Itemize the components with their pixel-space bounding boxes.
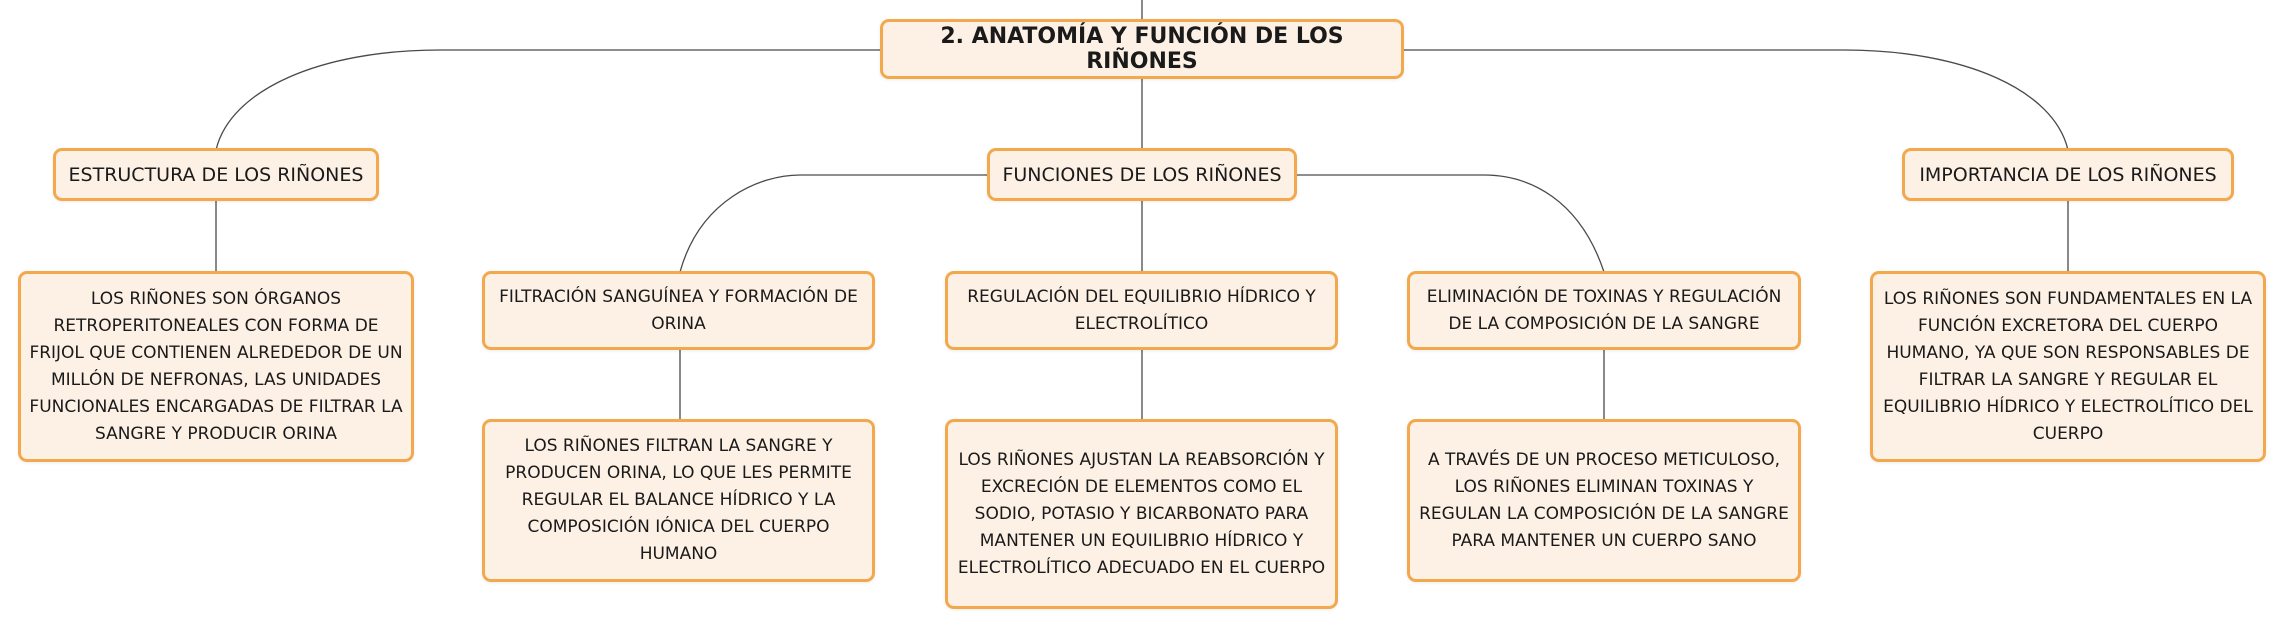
detail-importance[interactable]: LOS RIÑONES SON FUNDAMENTALES EN LA FUNC… <box>1870 271 2266 462</box>
connector-functions-filtracion <box>679 174 988 273</box>
subtopic-filtracion[interactable]: FILTRACIÓN SANGUÍNEA Y FORMACIÓN DE ORIN… <box>482 271 875 350</box>
root-topic-label: 2. ANATOMÍA Y FUNCIÓN DE LOS RIÑONES <box>940 24 1344 74</box>
subtopic-eliminacion-label: ELIMINACIÓN DE TOXINAS Y REGULACIÓN DE L… <box>1426 286 1782 334</box>
subtopic-eliminacion[interactable]: ELIMINACIÓN DE TOXINAS Y REGULACIÓN DE L… <box>1407 271 1801 350</box>
topic-importance-label: IMPORTANCIA DE LOS RIÑONES <box>1919 163 2217 186</box>
connector-root-structure <box>215 49 880 151</box>
connector-functions-eliminacion <box>1296 174 1605 273</box>
subtopic-filtracion-label: FILTRACIÓN SANGUÍNEA Y FORMACIÓN DE ORIN… <box>499 286 858 334</box>
detail-regulacion-text: LOS RIÑONES AJUSTAN LA REABSORCIÓN Y EXC… <box>957 449 1326 578</box>
subtopic-regulacion[interactable]: REGULACIÓN DEL EQUILIBRIO HÍDRICO Y ELEC… <box>945 271 1338 350</box>
root-topic[interactable]: 2. ANATOMÍA Y FUNCIÓN DE LOS RIÑONES <box>880 19 1404 79</box>
subtopic-regulacion-label: REGULACIÓN DEL EQUILIBRIO HÍDRICO Y ELEC… <box>967 286 1316 334</box>
topic-functions[interactable]: FUNCIONES DE LOS RIÑONES <box>987 148 1297 201</box>
connector-root-importance <box>1404 49 2069 151</box>
topic-importance[interactable]: IMPORTANCIA DE LOS RIÑONES <box>1902 148 2234 201</box>
detail-filtracion-text: LOS RIÑONES FILTRAN LA SANGRE Y PRODUCEN… <box>505 436 852 564</box>
topic-functions-label: FUNCIONES DE LOS RIÑONES <box>1002 163 1282 186</box>
topic-structure[interactable]: ESTRUCTURA DE LOS RIÑONES <box>53 148 379 201</box>
detail-structure[interactable]: LOS RIÑONES SON ÓRGANOS RETROPERITONEALE… <box>18 271 414 462</box>
detail-regulacion[interactable]: LOS RIÑONES AJUSTAN LA REABSORCIÓN Y EXC… <box>945 419 1338 609</box>
topic-structure-label: ESTRUCTURA DE LOS RIÑONES <box>68 163 364 186</box>
detail-filtracion[interactable]: LOS RIÑONES FILTRAN LA SANGRE Y PRODUCEN… <box>482 419 875 582</box>
detail-structure-text: LOS RIÑONES SON ÓRGANOS RETROPERITONEALE… <box>29 288 403 444</box>
detail-importance-text: LOS RIÑONES SON FUNDAMENTALES EN LA FUNC… <box>1883 288 2253 444</box>
detail-eliminacion-text: A TRAVÉS DE UN PROCESO METICULOSO, LOS R… <box>1419 449 1789 551</box>
detail-eliminacion[interactable]: A TRAVÉS DE UN PROCESO METICULOSO, LOS R… <box>1407 419 1801 582</box>
